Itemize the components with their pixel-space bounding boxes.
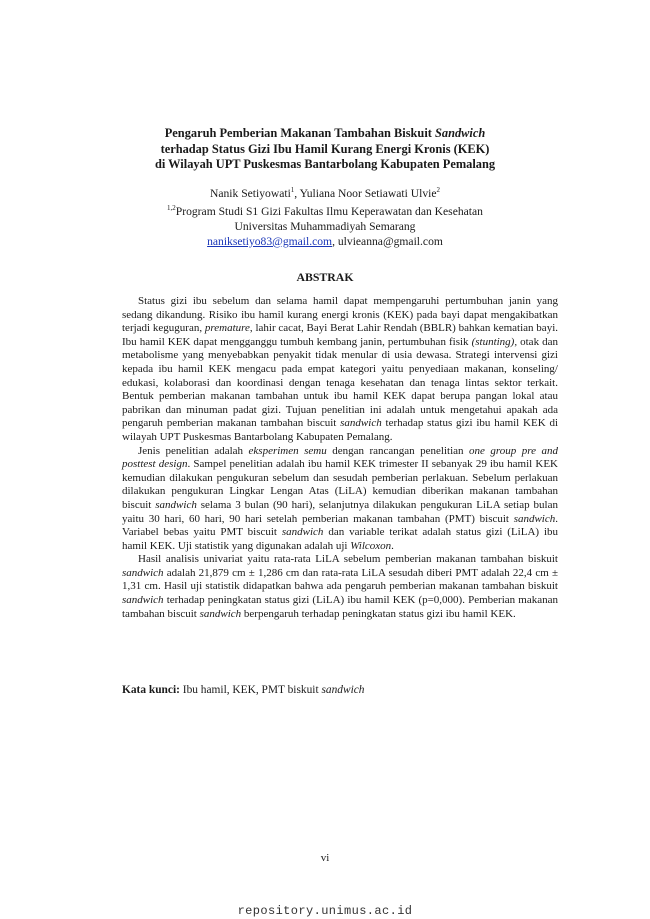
text-run: terhadap status gizi ibu hamil KEK di wi…	[122, 417, 559, 443]
italic-term: sandwich	[122, 594, 164, 607]
italic-term: sandwich	[199, 607, 242, 620]
text-run: selama 3 bulan (90 hari), selanjutnya di…	[122, 498, 558, 525]
italic-term: premature	[204, 322, 250, 335]
text-run: otak dan metabolisme yang menyebabkan pe…	[122, 335, 558, 430]
title-line-2: terhadap Status Gizi Ibu Hamil Kurang En…	[160, 141, 490, 156]
title-line-1: Pengaruh Pemberian Makanan Tambahan Bisk…	[164, 126, 486, 140]
italic-term: one group pre and posttest design	[122, 444, 558, 471]
repository-footer-url: repository.unimus.ac.id	[237, 904, 413, 918]
keywords-italic: sandwich	[321, 684, 365, 696]
author-block: Nanik Setiyowati1, Yuliana Noor Setiawat…	[110, 183, 540, 249]
italic-term: sandwich	[340, 417, 382, 430]
email-line: naniksetiyo83@gmail.com, ulvieanna@gmail…	[207, 234, 443, 248]
italic-term: eksperimen semu	[248, 444, 327, 457]
email-link-1[interactable]: naniksetiyo83@gmail.com	[207, 234, 333, 248]
abstract-body: Status gizi ibu sebelum dan selama hamil…	[122, 295, 558, 621]
affiliation-line-2: Universitas Muhammadiyah Semarang	[234, 219, 416, 233]
text-run: terhadap peningkatan status gizi (LiLA) …	[122, 594, 558, 620]
keywords-line: Kata kunci: Ibu hamil, KEK, PMT biskuit …	[122, 684, 558, 696]
italic-term: (stunting),	[471, 335, 518, 348]
italic-term: Wilcoxon	[350, 539, 392, 552]
italic-term: sandwich	[122, 566, 164, 579]
italic-term: sandwich	[281, 526, 324, 539]
keywords-label: Kata kunci:	[122, 684, 180, 696]
text-run: dan variable terikat adalah status gizi …	[122, 526, 558, 552]
text-run: . Sampel penelitian adalah ibu hamil KEK…	[122, 458, 558, 511]
text-run: dengan rancangan penelitian	[326, 444, 470, 457]
author-names: Nanik Setiyowati1, Yuliana Noor Setiawat…	[209, 186, 441, 200]
text-run: Status gizi ibu sebelum dan selama hamil…	[122, 295, 558, 335]
text-run: Jenis penelitian adalah	[138, 444, 249, 457]
text-run: adalah 21,879 cm ± 1,286 cm dan rata-rat…	[122, 566, 558, 593]
text-run: Hasil analisis univariat yaitu rata-rata…	[138, 553, 558, 566]
keywords-text: Ibu hamil, KEK, PMT biskuit	[179, 684, 322, 696]
text-run: berpengaruh terhadap peningkatan status …	[241, 607, 516, 620]
email-2: ulvieanna@gmail.com	[337, 234, 443, 248]
abstract-paragraph-1: Status gizi ibu sebelum dan selama hamil…	[122, 295, 558, 445]
abstract-heading: ABSTRAK	[296, 270, 354, 284]
page-number: vi	[320, 852, 330, 864]
abstract-paragraph-3: Hasil analisis univariat yaitu rata-rata…	[122, 553, 558, 621]
title-line-3: di Wilayah UPT Puskesmas Bantarbolang Ka…	[154, 157, 496, 171]
italic-term: sandwich	[513, 512, 556, 525]
text-run: . Variabel bebas yaitu PMT biscuit	[122, 512, 558, 539]
author-2: Yuliana Noor Setiawati Ulvie	[299, 186, 437, 200]
abstract-paragraph-2: Jenis penelitian adalah eksperimen semu …	[122, 445, 558, 554]
text-run: , lahir cacat, Bayi Berat Lahir Rendah (…	[122, 322, 559, 348]
affiliation-line-1: 1,2Program Studi S1 Gizi Fakultas Ilmu K…	[167, 203, 483, 218]
text-run: .	[391, 539, 394, 552]
italic-term: sandwich	[155, 498, 197, 511]
author-1: Nanik Setiyowati	[209, 186, 291, 200]
paper-title: Pengaruh Pemberian Makanan Tambahan Bisk…	[110, 126, 540, 173]
